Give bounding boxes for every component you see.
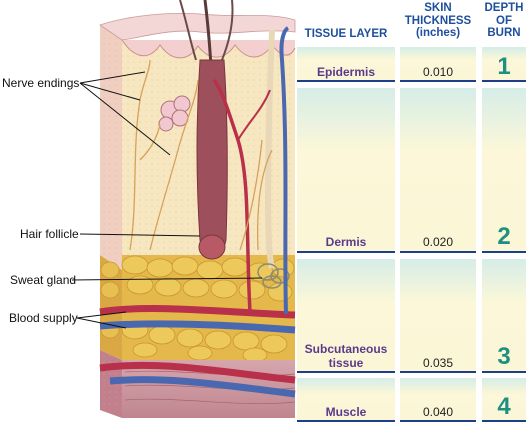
sweat-duct	[264, 29, 275, 269]
hair-follicle	[196, 59, 228, 256]
row-muscle-depth-cell	[482, 378, 526, 422]
row-subcutaneous-thickness: 0.035	[422, 356, 454, 370]
label-hair-follicle: Hair follicle	[20, 227, 79, 241]
row-muscle-thickness-cell	[400, 378, 476, 422]
sweat-gland	[257, 263, 290, 289]
header-tissue-layer: TISSUE LAYER	[304, 28, 388, 40]
row-subcutaneous-name: Subcutaneous tissue	[304, 342, 388, 370]
row-subcutaneous-depth: 3	[497, 343, 511, 370]
row-dermis-name: Dermis	[325, 235, 367, 249]
row-subcutaneous-thickness-cell	[400, 259, 476, 373]
label-nerve-endings: Nerve endings	[2, 76, 80, 90]
row-muscle-depth: 4	[497, 393, 511, 420]
row-epidermis-depth-cell	[482, 47, 526, 82]
row-dermis-layer-cell	[297, 88, 395, 253]
row-epidermis-depth: 1	[497, 53, 511, 80]
skin-top-surface	[99, 13, 296, 41]
row-epidermis-name: Epidermis	[316, 65, 376, 79]
row-muscle-layer-cell	[297, 378, 395, 422]
row-dermis-depth: 2	[497, 223, 511, 250]
artery	[99, 305, 296, 319]
row-dermis-thickness-cell	[400, 88, 476, 253]
row-dermis-thickness: 0.020	[422, 235, 454, 249]
row-epidermis-thickness-cell	[400, 47, 476, 82]
row-muscle-thickness: 0.040	[422, 405, 454, 419]
nerve-fibers	[129, 59, 273, 251]
skin-cross-section-illustration	[71, 0, 296, 418]
sebaceous-gland	[158, 95, 191, 132]
row-muscle-name: Muscle	[325, 405, 367, 419]
label-blood-supply: Blood supply	[9, 311, 78, 325]
header-depth-of-burn: DEPTH OF BURN	[484, 2, 524, 39]
row-dermis-depth-cell	[482, 88, 526, 253]
row-epidermis-layer-cell	[297, 47, 395, 82]
leader-lines	[71, 71, 263, 329]
row-subcutaneous-layer-cell	[297, 259, 395, 373]
vein	[99, 320, 296, 334]
label-sweat-gland: Sweat gland	[10, 273, 77, 287]
row-epidermis-thickness: 0.010	[422, 65, 454, 79]
fat-globules	[121, 255, 295, 363]
header-skin-thickness: SKIN THICKNESS (inches)	[404, 2, 472, 39]
row-subcutaneous-depth-cell	[482, 259, 526, 373]
